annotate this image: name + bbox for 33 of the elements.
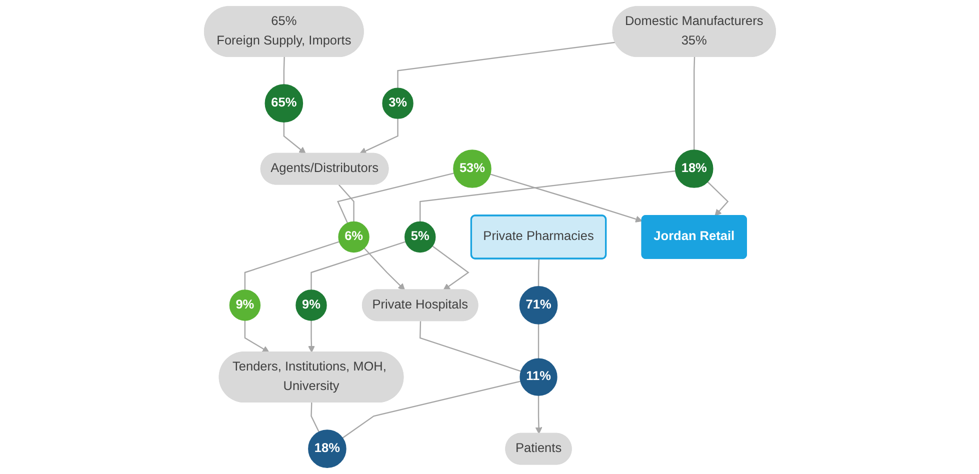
connector	[342, 380, 520, 439]
node-circle: 71%	[518, 286, 558, 324]
arrow	[534, 395, 542, 434]
node-circle: 6%	[338, 221, 369, 253]
node-circle: 9%	[228, 290, 260, 321]
connector	[282, 57, 284, 85]
node-circle: 3%	[382, 88, 413, 119]
connector	[396, 42, 615, 88]
connector	[244, 241, 340, 290]
connector	[336, 172, 454, 224]
connector	[419, 170, 676, 222]
connector	[537, 258, 540, 286]
arrow	[358, 118, 398, 154]
arrow	[282, 122, 306, 154]
node-circle: 5%	[404, 221, 436, 253]
node-circle: 18%	[674, 150, 713, 188]
arrow	[432, 246, 469, 290]
arrow	[490, 174, 642, 222]
arrow	[706, 181, 728, 216]
arrow	[244, 320, 269, 353]
arrow	[363, 248, 405, 290]
connector	[338, 184, 354, 222]
node-circle: 65%	[264, 84, 303, 122]
node-circle: 18%	[308, 430, 346, 468]
node-circle: 9%	[295, 290, 326, 321]
node-circle: 11%	[519, 358, 557, 396]
node-circle: 53%	[452, 150, 491, 188]
connector	[693, 57, 695, 150]
connector	[419, 321, 521, 372]
arrow	[308, 320, 314, 353]
connector	[537, 324, 539, 359]
connector	[310, 402, 320, 432]
connector	[310, 241, 406, 290]
